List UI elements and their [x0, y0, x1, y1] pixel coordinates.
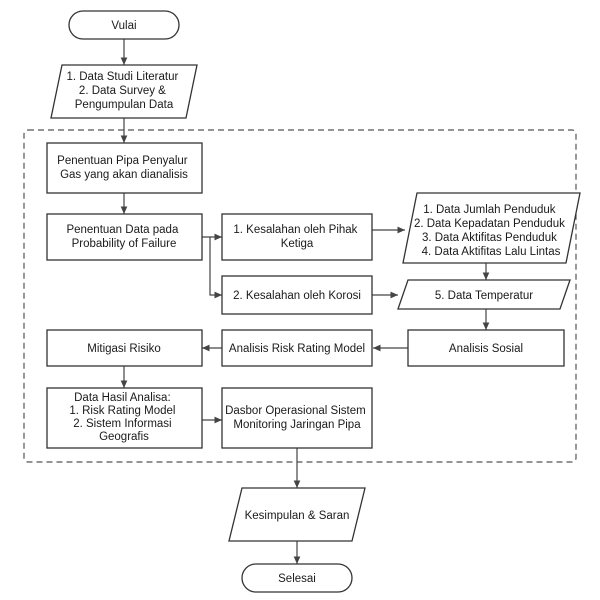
data-hasil-node: Data Hasil Analisa: 1. Risk Rating Model… — [46, 387, 203, 449]
data-temperatur-label: 5. Data Temperatur — [435, 290, 533, 302]
data-penduduk-node: 1. Data Jumlah Penduduk 2. Data Kepadata… — [402, 192, 581, 264]
connectors — [120, 39, 490, 564]
arrow-data-to-korosi — [209, 237, 222, 299]
data-hasil-label: Data Hasil Analisa: 1. Risk Rating Model… — [69, 392, 178, 443]
data-penduduk-label: 1. Data Jumlah Penduduk 2. Data Kepadata… — [414, 204, 568, 258]
input-data-label: 1. Data Studi Literatur 2. Data Survey &… — [66, 71, 181, 111]
kesalahan-pihak-node: 1. Kesalahan oleh Pihak Ketiga — [221, 213, 373, 261]
dasbor-node: Dasbor Operasional Sistem Monitoring Jar… — [221, 387, 373, 449]
process-region — [23, 129, 577, 463]
penentuan-pipa-node: Penentuan Pipa Penyalur Gas yang akan di… — [46, 142, 203, 194]
analisis-risk-label: Analisis Risk Rating Model — [229, 343, 365, 355]
input-data-node: 1. Data Studi Literatur 2. Data Survey &… — [50, 64, 198, 119]
penentuan-data-label: Penentuan Data pada Probability of Failu… — [66, 224, 181, 250]
penentuan-data-node: Penentuan Data pada Probability of Failu… — [46, 213, 203, 261]
mitigasi-node: Mitigasi Risiko — [46, 329, 203, 367]
data-temperatur-node: 5. Data Temperatur — [397, 279, 571, 310]
start-node: Vulai — [68, 10, 180, 40]
dasbor-label: Dasbor Operasional Sistem Monitoring Jar… — [225, 405, 369, 431]
analisis-risk-node: Analisis Risk Rating Model — [221, 329, 373, 367]
kesimpulan-label: Kesimpulan & Saran — [245, 510, 350, 522]
analisis-sosial-label: Analisis Sosial — [449, 343, 523, 355]
end-label: Selesai — [278, 573, 316, 585]
kesimpulan-node: Kesimpulan & Saran — [228, 487, 366, 542]
kesalahan-korosi-node: 2. Kesalahan oleh Korosi — [221, 275, 373, 315]
kesalahan-korosi-label: 2. Kesalahan oleh Korosi — [233, 290, 361, 302]
penentuan-pipa-label: Penentuan Pipa Penyalur Gas yang akan di… — [57, 155, 191, 181]
start-label: Vulai — [111, 20, 136, 32]
end-node: Selesai — [241, 563, 353, 593]
kesalahan-pihak-label: 1. Kesalahan oleh Pihak Ketiga — [233, 224, 360, 250]
mitigasi-label: Mitigasi Risiko — [87, 343, 161, 355]
analisis-sosial-node: Analisis Sosial — [407, 329, 565, 367]
